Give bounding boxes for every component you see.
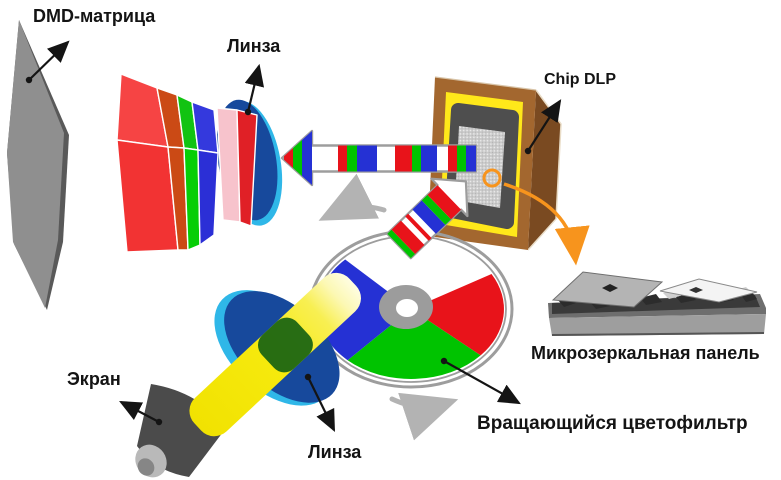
beam-stripe xyxy=(412,200,446,234)
beam-stripe xyxy=(405,213,432,241)
color-wheel-label: Вращающийся цветофильтр xyxy=(477,413,748,434)
rgb-box-layer xyxy=(116,73,169,148)
beam-stripe xyxy=(357,145,377,172)
screen-label: Экран xyxy=(67,369,121,389)
micromirror-panel xyxy=(548,271,766,336)
light-beam-to-lens xyxy=(280,129,478,187)
light-beam-to-chip xyxy=(386,177,469,260)
beam-stripe xyxy=(391,220,425,255)
rotation-arrow-bottom xyxy=(389,392,459,441)
chip-zoom-circle xyxy=(482,168,502,188)
chip-dlp-pointer xyxy=(524,99,562,155)
beam-stripe xyxy=(302,131,312,185)
dmd-matrix-pointer xyxy=(25,40,70,84)
wheel-sector-red xyxy=(411,274,504,356)
lamp-beam xyxy=(189,272,361,437)
wheel-sector-green xyxy=(347,309,481,379)
chip-dlp-label: Chip DLP xyxy=(544,71,616,88)
wheel-sector-white xyxy=(345,238,492,309)
dmd-matrix-plate xyxy=(7,20,69,310)
lens-bottom-pointer xyxy=(304,373,335,432)
chip-zoom-arrow xyxy=(503,182,590,266)
rotation-arrow-top xyxy=(318,173,387,221)
beam-stripe xyxy=(395,145,412,172)
mirror-plate-right xyxy=(659,278,758,303)
dmd-matrix-label: DMD-матрица xyxy=(33,6,156,26)
micromirror-panel-label: Микрозеркальная панель xyxy=(531,343,760,363)
beam-lens-overlap xyxy=(257,317,313,373)
wheel-hub-hole xyxy=(396,299,418,317)
lens-top-label: Линза xyxy=(227,36,281,56)
beam-stripe xyxy=(421,145,437,172)
beam-stripe xyxy=(347,145,357,172)
beam-stripe xyxy=(448,145,457,172)
beam-stripe xyxy=(427,185,462,220)
lens-bottom-label: Линза xyxy=(308,442,362,462)
beam-stripe xyxy=(387,229,416,259)
image-slab xyxy=(216,107,258,227)
rgb-box-layer xyxy=(197,149,219,246)
beam-stripe xyxy=(421,194,452,225)
color-wheel-pointer xyxy=(440,357,521,405)
color-wheel xyxy=(308,229,514,389)
beam-stripe xyxy=(338,145,347,172)
beam-stripe xyxy=(293,131,302,185)
lens-top-pointer xyxy=(244,63,265,116)
beam-stripe xyxy=(466,145,476,172)
screen-pointer xyxy=(119,400,163,426)
beam-stripe xyxy=(284,131,293,185)
beam-stripe xyxy=(412,145,421,172)
beam-stripe xyxy=(457,145,466,172)
projected-image-box xyxy=(116,73,219,253)
